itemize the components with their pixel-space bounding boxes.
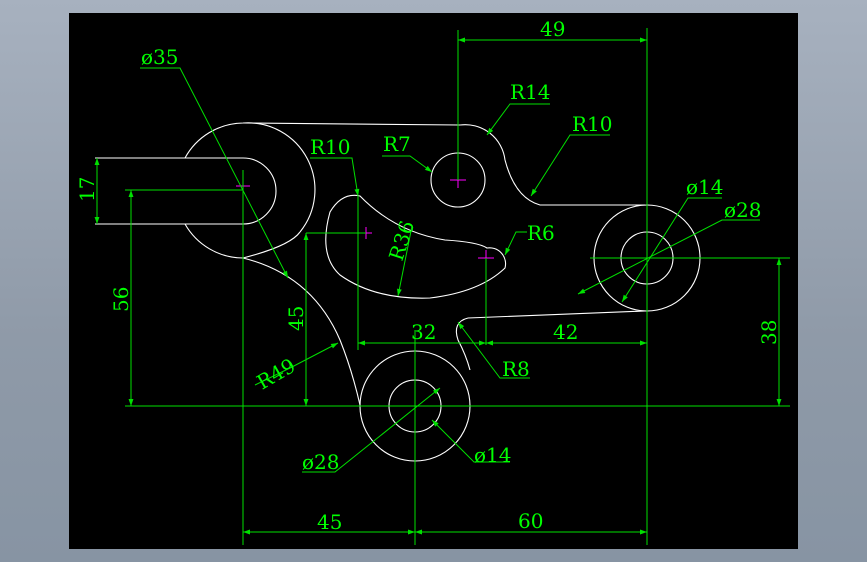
left-boss-outer	[184, 223, 244, 259]
label-r49: R49	[253, 353, 300, 394]
label-r8: R8	[502, 357, 530, 381]
center-marks	[236, 172, 654, 413]
cad-drawing: ø35 R14 R10 R10 R7 R36 R6 ø14 ø28 17 56 …	[75, 17, 790, 545]
leader-r14	[486, 103, 550, 136]
label-dia14-right: ø14	[686, 175, 724, 199]
label-45-vertical: 45	[284, 306, 308, 331]
leader-r10-mid	[310, 157, 360, 197]
label-dia28-right: ø28	[724, 198, 762, 222]
label-60: 60	[518, 509, 543, 533]
label-r10-mid: R10	[310, 135, 351, 159]
r10-fillet-right	[504, 159, 645, 206]
label-38: 38	[757, 320, 781, 345]
left-boss-top	[184, 122, 316, 233]
r49-arc	[242, 257, 361, 406]
label-49: 49	[540, 17, 565, 41]
bottom-edge-right	[467, 310, 646, 319]
label-17: 17	[75, 177, 99, 202]
leader-dia14-right	[621, 197, 722, 303]
drawing-canvas: ø35 R14 R10 R10 R7 R36 R6 ø14 ø28 17 56 …	[69, 13, 798, 549]
curved-slot	[325, 194, 507, 299]
r8-fillet	[455, 317, 471, 371]
slot-end-arc	[242, 157, 277, 225]
label-56: 56	[109, 287, 133, 312]
label-r36: R36	[384, 218, 419, 264]
leader-dia28-right	[577, 219, 760, 295]
leader-dia14-bottom	[431, 419, 510, 463]
label-dia35: ø35	[141, 45, 179, 69]
dimension-labels: ø35 R14 R10 R10 R7 R36 R6 ø14 ø28 17 56 …	[75, 17, 781, 534]
label-dia28-bottom: ø28	[302, 450, 340, 474]
leader-dia35	[140, 67, 289, 279]
leader-r7	[382, 155, 433, 173]
label-42: 42	[553, 320, 578, 344]
label-32: 32	[411, 320, 436, 344]
part-geometry	[95, 122, 701, 462]
label-r14: R14	[510, 80, 551, 104]
leader-r6	[504, 231, 527, 256]
leader-r49	[254, 342, 339, 386]
label-45-bottom: 45	[317, 510, 342, 534]
top-edge	[242, 122, 461, 126]
leader-r8	[457, 321, 530, 379]
label-r6: R6	[527, 221, 555, 245]
left-boss-lower	[242, 231, 301, 259]
label-dia14-bottom: ø14	[474, 443, 512, 467]
leader-r36	[396, 225, 413, 297]
dimension-lines	[94, 28, 790, 545]
leader-r10-right	[530, 134, 610, 197]
label-r7: R7	[383, 132, 411, 156]
label-r10-right: R10	[572, 112, 613, 136]
leader-dia28-bottom	[302, 387, 441, 473]
